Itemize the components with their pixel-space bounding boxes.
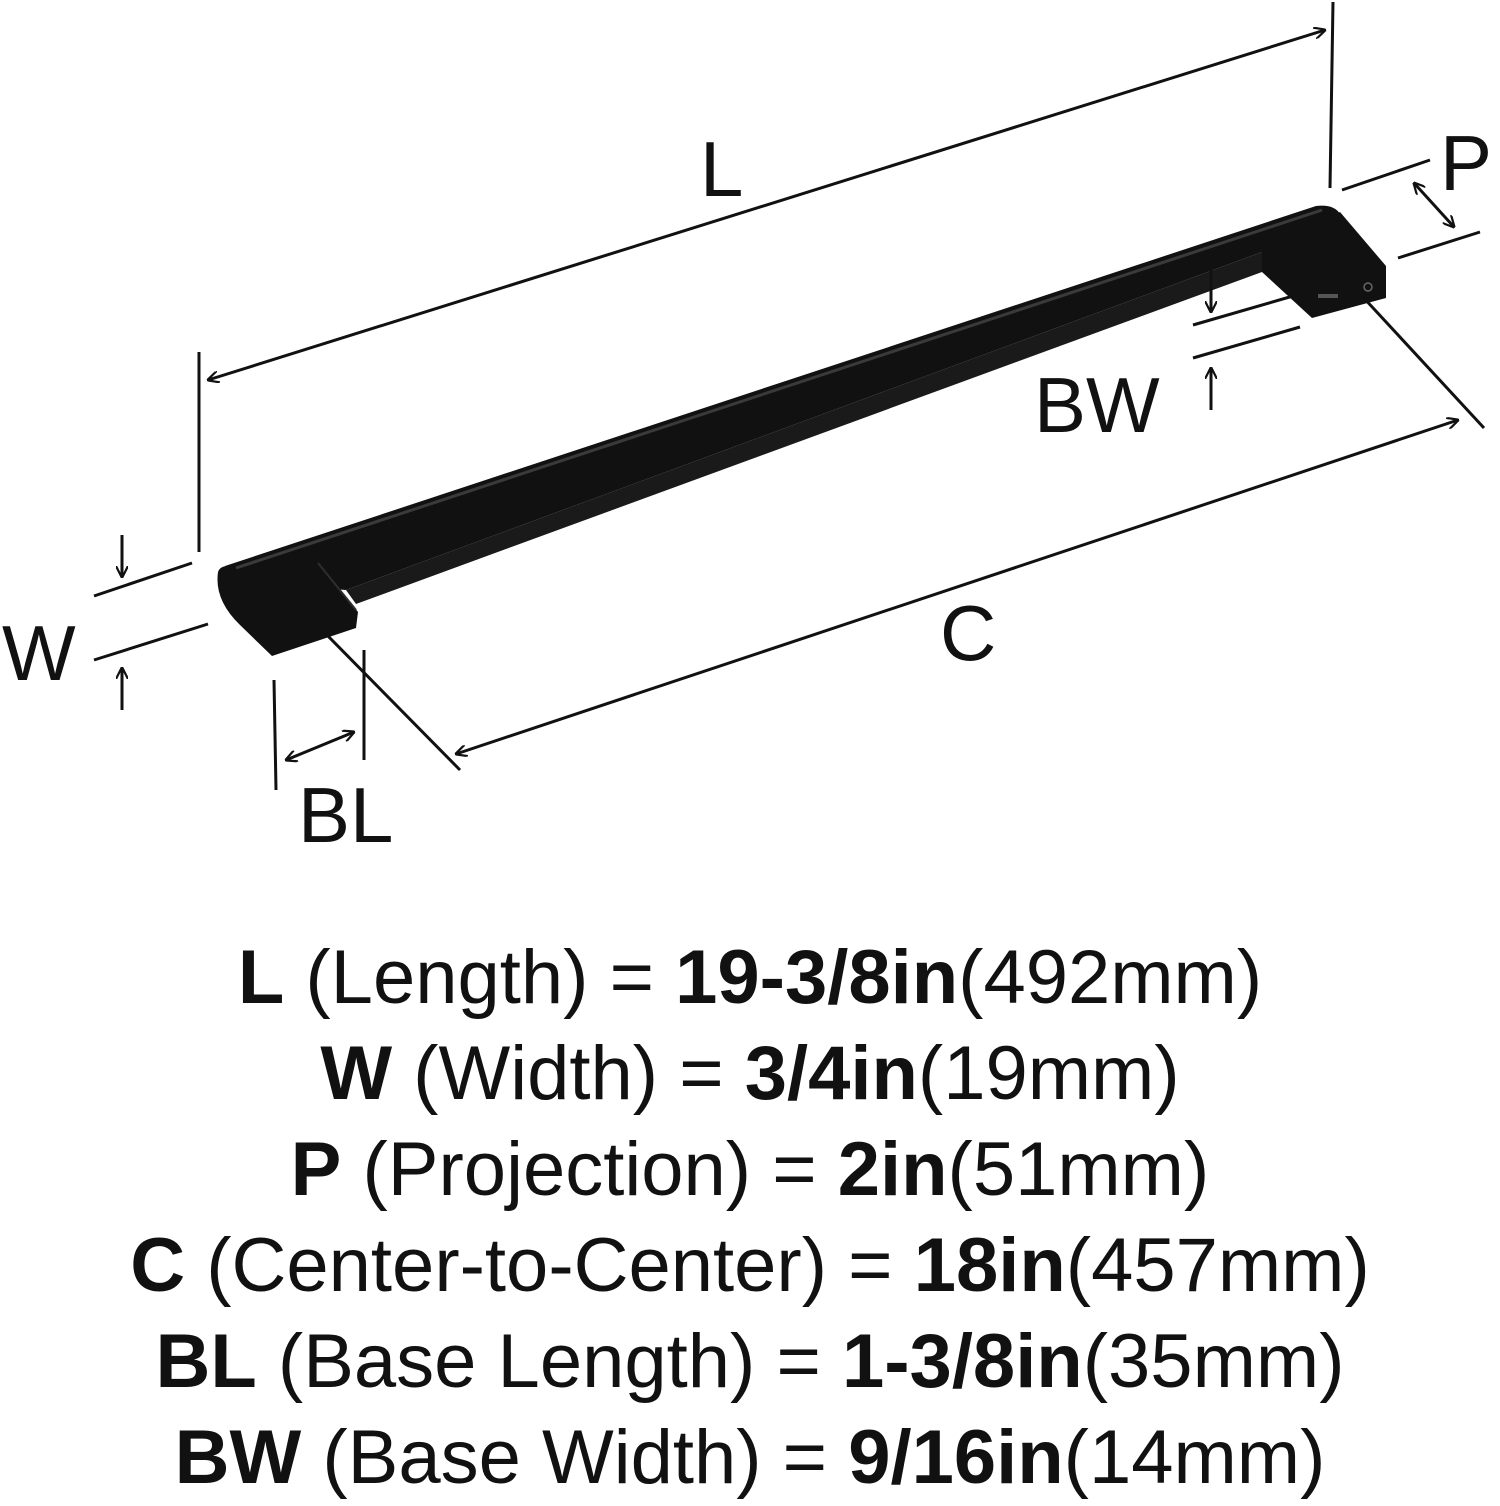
spec-equals: =: [609, 935, 654, 1020]
spec-code: L: [237, 935, 285, 1020]
left-post: [217, 562, 358, 656]
spec-metric: (14mm): [1063, 1415, 1326, 1500]
spec-equals: =: [776, 1319, 821, 1404]
spec-metric: (492mm): [958, 935, 1263, 1020]
dimension-spec-list: L (Length) = 19-3/8in(492mm) W (Width) =…: [0, 930, 1500, 1506]
spec-imperial: 19-3/8in: [675, 935, 959, 1020]
label-W: W: [2, 609, 76, 697]
spec-imperial: 3/4in: [744, 1031, 918, 1116]
spec-metric: (19mm): [917, 1031, 1180, 1116]
spec-code: BL: [155, 1319, 257, 1404]
spec-imperial: 9/16in: [848, 1415, 1064, 1500]
spec-metric: (457mm): [1065, 1223, 1370, 1308]
spec-name: (Base Width): [322, 1415, 762, 1500]
spec-code: BW: [174, 1415, 302, 1500]
handle-dimension-diagram: L P BW W C BL: [2, 1, 1492, 859]
spec-imperial: 18in: [913, 1223, 1066, 1308]
spec-base-length: BL (Base Length) = 1-3/8in(35mm): [0, 1314, 1500, 1410]
spec-code: C: [130, 1223, 186, 1308]
spec-code: W: [320, 1031, 393, 1116]
label-P: P: [1440, 119, 1492, 207]
spec-imperial: 2in: [837, 1127, 948, 1212]
spec-projection: P (Projection) = 2in(51mm): [0, 1122, 1500, 1218]
spec-imperial: 1-3/8in: [841, 1319, 1083, 1404]
label-BW: BW: [1034, 361, 1160, 449]
spec-metric: (35mm): [1082, 1319, 1345, 1404]
spec-equals: =: [848, 1223, 893, 1308]
spec-code: P: [290, 1127, 342, 1212]
spec-center-to-center: C (Center-to-Center) = 18in(457mm): [0, 1218, 1500, 1314]
dimension-lines: [93, 1, 1486, 791]
spec-name: (Center-to-Center): [206, 1223, 828, 1308]
spec-name: (Projection): [362, 1127, 752, 1212]
handle-bar: [225, 205, 1340, 590]
spec-equals: =: [679, 1031, 724, 1116]
spec-equals: =: [782, 1415, 828, 1500]
spec-length: L (Length) = 19-3/8in(492mm): [0, 930, 1500, 1026]
label-C: C: [940, 589, 996, 677]
spec-metric: (51mm): [947, 1127, 1210, 1212]
spec-name: (Length): [305, 935, 589, 1020]
spec-equals: =: [772, 1127, 817, 1212]
label-L: L: [700, 125, 743, 213]
spec-name: (Width): [413, 1031, 659, 1116]
spec-width: W (Width) = 3/4in(19mm): [0, 1026, 1500, 1122]
label-BL: BL: [298, 771, 393, 859]
spec-name: (Base Length): [277, 1319, 756, 1404]
spec-base-width: BW (Base Width) = 9/16in(14mm): [0, 1410, 1500, 1506]
